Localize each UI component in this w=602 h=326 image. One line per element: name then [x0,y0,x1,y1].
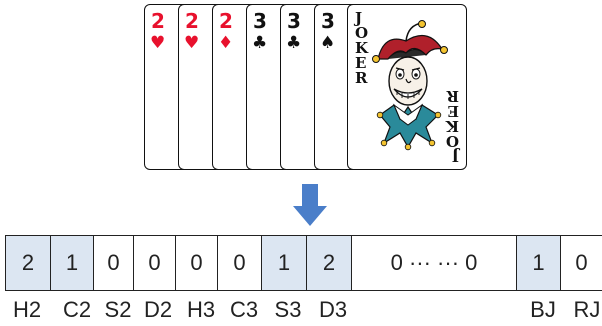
card-rank: 2 [151,11,165,31]
array-cell: 0 [217,236,261,290]
down-arrow-icon [293,184,327,226]
card-hand: 2 ♥ 2 ♥ 2 ♦ 3 ♣ 3 ♣ 3 ♠ JOKER JOKER [0,0,602,176]
club-suit-icon: ♣ [252,35,267,52]
joker-card: JOKER JOKER [347,4,467,170]
diamond-suit-icon: ♦ [218,35,233,52]
array-cell-ellipsis: 0 ··· ··· 0 [351,236,516,290]
array-cell: 2 [306,236,351,290]
array-cell: 1 [261,236,306,290]
card-rank: 3 [253,11,267,31]
array-cell: 1 [50,236,93,290]
spade-suit-icon: ♠ [320,35,335,52]
card-rank: 2 [185,11,199,31]
card-rank: 2 [219,11,233,31]
array-label: BJ [521,297,565,323]
card-rank: 3 [321,11,335,31]
array-cell: 0 [560,236,602,290]
array-label: C3 [222,297,266,323]
array-cell: 0 [93,236,133,290]
club-suit-icon: ♣ [286,35,301,52]
array-label: D2 [136,297,180,323]
array-label: C2 [55,297,99,323]
array-label: D3 [311,297,355,323]
array-label: S2 [96,297,140,323]
array-cell: 1 [516,236,560,290]
array-label: H2 [5,297,49,323]
array-cell: 0 [175,236,217,290]
array-label: H3 [179,297,223,323]
card-rank: 3 [287,11,301,31]
array-label: S3 [266,297,310,323]
heart-suit-icon: ♥ [184,35,199,52]
array-cell: 2 [5,236,50,290]
heart-suit-icon: ♥ [150,35,165,52]
array-cell: 0 [133,236,175,290]
jester-icon [366,19,452,159]
array-label: RJ [565,297,602,323]
